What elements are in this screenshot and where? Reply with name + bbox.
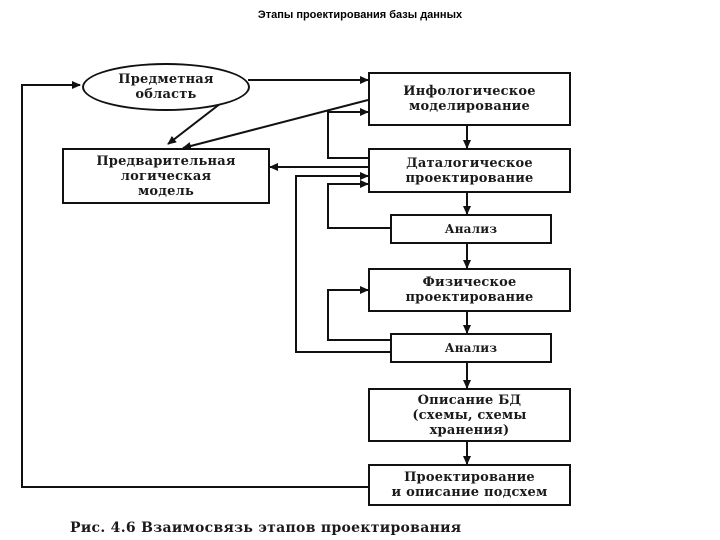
- loop-subschemas-to-subject: [21, 81, 368, 488]
- infological-node: Инфологическое моделирование: [368, 72, 571, 126]
- loop-datalogical-to-infological: [327, 108, 369, 159]
- db-description-node: Описание БД (схемы, схемы хранения): [368, 388, 571, 442]
- arrow-subject-to-preliminary: [167, 99, 226, 145]
- preliminary-model-node: Предварительная логическая модель: [62, 148, 270, 204]
- slide-title: Этапы проектирования базы данных: [257, 9, 463, 21]
- analysis-2-node: Анализ: [390, 333, 552, 363]
- loop-analysis1-to-datalogical: [327, 180, 390, 229]
- loop-analysis2-to-physical: [327, 286, 390, 341]
- datalogical-node: Даталогическое проектирование: [368, 148, 571, 193]
- analysis-1-node: Анализ: [390, 214, 552, 244]
- physical-design-node: Физическое проектирование: [368, 268, 571, 312]
- figure-caption: Рис. 4.6 Взаимосвязь этапов проектирован…: [70, 520, 462, 536]
- subject-area-node: Предметная область: [82, 63, 250, 111]
- loop-analysis2-to-datalogical: [295, 172, 390, 353]
- subschemas-node: Проектирование и описание подсхем: [368, 464, 571, 506]
- arrow-infological-to-preliminary: [182, 99, 369, 150]
